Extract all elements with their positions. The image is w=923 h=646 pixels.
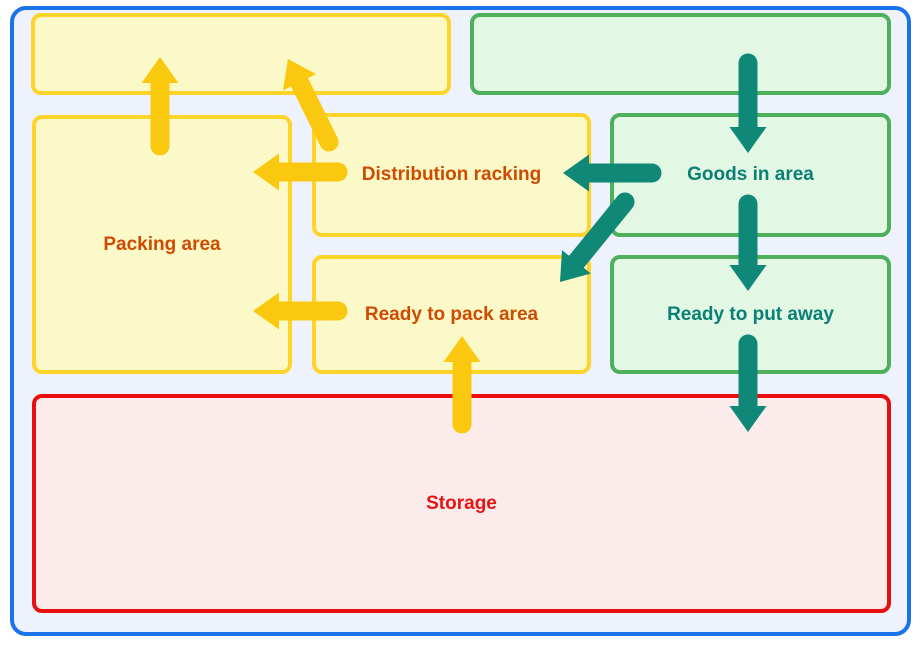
- zone-packing-area: Packing area: [32, 115, 292, 374]
- zone-top-right-green: [470, 13, 891, 95]
- ready-to-pack-label: Ready to pack area: [364, 303, 539, 325]
- distribution-racking-label: Distribution racking: [361, 164, 542, 185]
- ready-to-put-away-label: Ready to put away: [667, 303, 834, 325]
- zone-goods-in: Goods in area: [610, 113, 891, 237]
- zone-distribution-racking: Distribution racking: [312, 113, 591, 237]
- zone-ready-to-pack: Ready to pack area: [312, 255, 591, 374]
- storage-label: Storage: [426, 492, 497, 514]
- packing-area-label: Packing area: [103, 233, 221, 255]
- zone-top-left-yellow: [31, 13, 451, 95]
- zone-storage: Storage: [32, 394, 891, 613]
- zone-ready-to-put-away: Ready to put away: [610, 255, 891, 374]
- goods-in-label: Goods in area: [687, 164, 814, 185]
